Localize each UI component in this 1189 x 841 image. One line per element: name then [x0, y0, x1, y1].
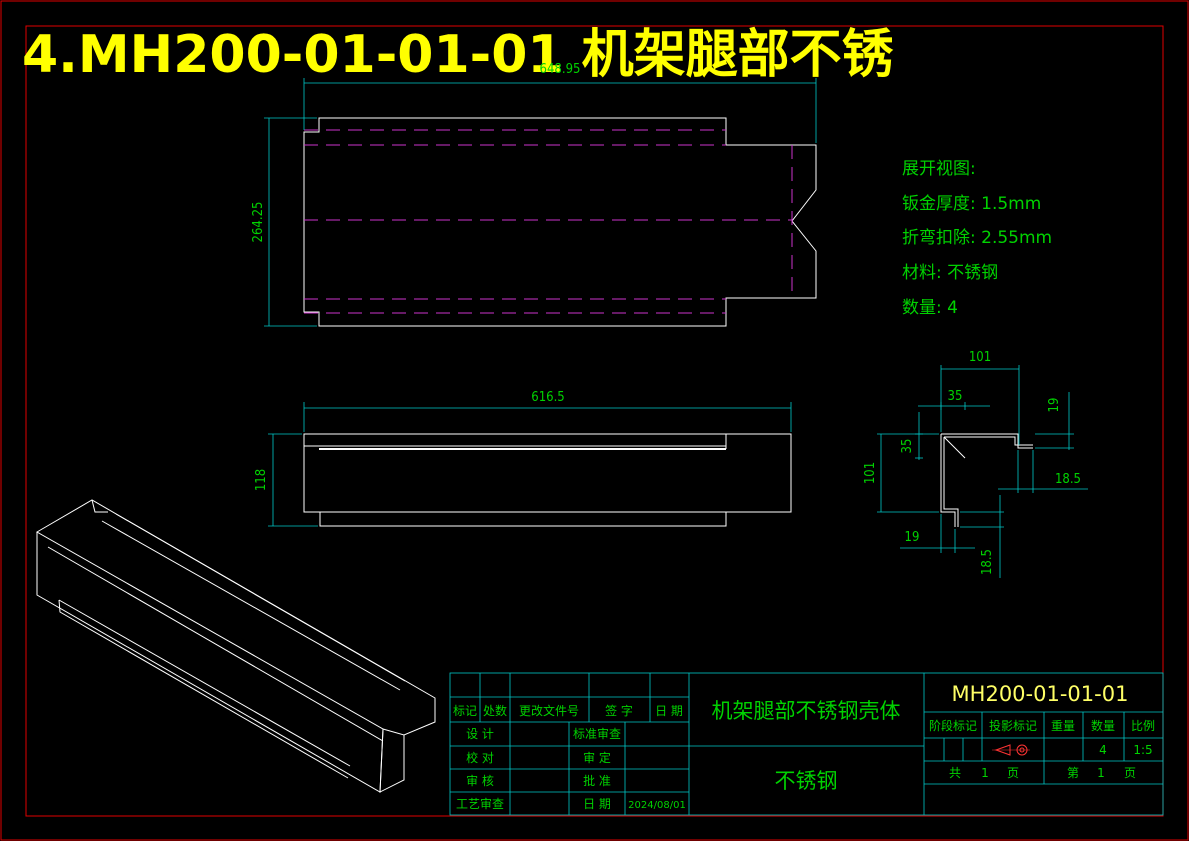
- section-corner-line: [943, 436, 966, 459]
- tb-header-count: 处数: [483, 703, 507, 718]
- dim-unfold-height: 264.25: [251, 202, 266, 243]
- iso-top-slot: [101, 513, 406, 691]
- tb-page-label: 第: [1067, 766, 1079, 780]
- projection-symbol-icon: [992, 744, 1030, 756]
- title-block: 标记 处数 更改文件号 签 字 日 期 设 计 校 对 审 核 工艺审查 标准审…: [449, 672, 1164, 816]
- iso-edge-line: [47, 546, 384, 742]
- dim-section-185-bottom: 18.5: [980, 549, 995, 575]
- dim-section-width: 101: [969, 350, 991, 365]
- front-bottom-flange: [319, 511, 727, 527]
- notes-block: 展开视图: 钣金厚度: 1.5mm 折弯扣除: 2.55mm 材料: 不锈钢 数…: [902, 159, 1052, 318]
- dim-section-35-h: 35: [948, 389, 963, 404]
- tb-scale-value: 1:5: [1133, 743, 1152, 757]
- tb-part-name: 机架腿部不锈钢壳体: [712, 699, 901, 723]
- dim-section-19-bottom: 19: [905, 530, 920, 545]
- section-inner-profile: [943, 437, 959, 527]
- tb-header-change-doc: 更改文件号: [519, 703, 579, 718]
- tb-total-value: 1: [981, 766, 989, 780]
- dim-section-height: 101: [863, 462, 878, 484]
- isometric-view: [35, 499, 436, 793]
- note-line-1: 展开视图:: [902, 159, 976, 179]
- tb-material: 不锈钢: [775, 769, 838, 793]
- dim-front-width: 616.5: [531, 390, 564, 405]
- note-line-4: 材料: 不锈钢: [902, 263, 998, 283]
- section-view: 101 35 101 35 19 18.5 19 18.5: [863, 350, 1088, 578]
- tb-date-value: 2024/08/01: [628, 800, 686, 811]
- iso-end-face: [379, 728, 405, 793]
- tb-weight-header: 重量: [1051, 719, 1075, 733]
- tb-role-process: 工艺审查: [456, 796, 504, 811]
- tb-stage-header: 阶段标记: [929, 718, 977, 733]
- note-line-5: 数量: 4: [902, 298, 958, 318]
- tb-header-mark: 标记: [453, 704, 477, 718]
- iso-detail: [91, 499, 108, 513]
- note-line-2: 钣金厚度: 1.5mm: [902, 194, 1041, 214]
- tb-quantity-header: 数量: [1091, 718, 1115, 733]
- tb-header-date: 日 期: [655, 704, 683, 718]
- tb-role-design: 设 计: [466, 727, 494, 741]
- dim-section-19-top: 19: [1047, 398, 1062, 413]
- section-inner-profile: [944, 436, 1033, 446]
- tb-quantity-value: 4: [1099, 743, 1107, 757]
- drawing-title: 4.MH200-01-01-01 机架腿部不锈: [22, 25, 894, 85]
- dim-section-185-right: 18.5: [1055, 472, 1081, 487]
- dim-front-height: 118: [254, 469, 269, 491]
- tb-page-unit: 页: [1124, 766, 1136, 780]
- tb-role-check: 校 对: [466, 750, 494, 765]
- dim-unfold-width: 648.95: [540, 62, 581, 77]
- section-outer-profile: [940, 433, 1033, 527]
- iso-bottom-flange: [58, 599, 351, 779]
- tb-total-label: 共: [949, 766, 961, 780]
- tb-header-sign: 签 字: [605, 703, 633, 718]
- dim-section-35-v: 35: [900, 439, 915, 454]
- tb-role-review: 审 核: [466, 773, 494, 788]
- tb-scale-header: 比例: [1131, 719, 1155, 733]
- front-view: 616.5 118: [254, 390, 792, 527]
- tb-page-value: 1: [1097, 766, 1105, 780]
- note-line-3: 折弯扣除: 2.55mm: [902, 228, 1052, 248]
- tb-drawing-number: MH200-01-01-01: [952, 682, 1129, 706]
- tb-total-unit: 页: [1007, 766, 1019, 780]
- tb-approval-standard: 标准审查: [573, 726, 621, 741]
- tb-outer: [449, 672, 1164, 816]
- unfold-outline: [303, 117, 817, 327]
- tb-approval-finalize: 审 定: [583, 750, 611, 765]
- sheet-inner-border: [25, 25, 1164, 817]
- unfold-view: 648.95 264.25: [251, 62, 817, 327]
- tb-approval-date: 日 期: [583, 797, 611, 811]
- iso-top-face: [35, 499, 436, 736]
- tb-approval-approve: 批 准: [583, 773, 611, 788]
- tb-projection-header: 投影标记: [989, 718, 1037, 733]
